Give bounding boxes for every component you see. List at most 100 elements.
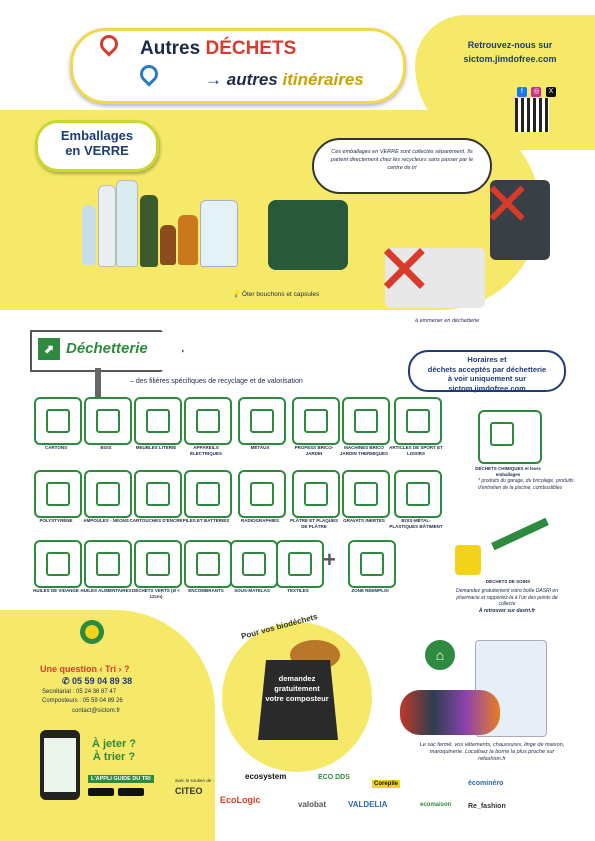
phone-number[interactable]: ✆ 05 59 04 89 38 xyxy=(62,676,133,686)
category-label: PLÂTRE ET PLAQUES DE PLÂTRE xyxy=(289,518,338,529)
phone-screen xyxy=(44,738,76,792)
ecominero-logo: écominéro xyxy=(468,780,504,787)
citeo-logo: CITEO xyxy=(175,786,203,796)
syringe-icon xyxy=(491,517,549,551)
bulky-waste-icon xyxy=(184,540,232,588)
category-label: MÉTAUX xyxy=(250,445,270,450)
bin-image xyxy=(490,180,550,260)
ecosystem-logo: ecosystem xyxy=(245,772,287,781)
app-guide-badge[interactable]: L'APPLI GUIDE DU TRI xyxy=(88,775,154,783)
jar-image xyxy=(160,225,176,265)
composteurs-line: Composteurs : 05 59 04 89 26 xyxy=(42,698,123,704)
header-panel xyxy=(70,28,406,104)
remove-caps-note: 💡 Ôter bouchons et capsules xyxy=(232,291,320,298)
hours-info-box[interactable]: Horaires et déchets acceptés par déchett… xyxy=(408,350,566,393)
question-title: Une question ‹ Tri › ? xyxy=(40,664,130,674)
instagram-icon[interactable]: ◎ xyxy=(531,87,542,97)
category-label: DÉCHETS VERTS (Ø < 12cm) xyxy=(132,588,180,599)
bring-to-dechetterie-note: à emmener en déchetterie xyxy=(415,318,480,324)
xray-icon xyxy=(238,470,286,518)
compost-call-to-action: demandez gratuitement votre composteur xyxy=(265,674,329,703)
forbidden-cross-icon: ✕ xyxy=(375,231,434,309)
category-label: PILES ET BATTERIES xyxy=(182,518,230,523)
category-label: GRAVATS INERTES xyxy=(343,518,385,523)
social-icons: f ◎ X xyxy=(517,80,556,98)
category-label: CARTOUCHES D'ENCRE xyxy=(129,518,183,523)
dechetterie-title: Déchetterie xyxy=(66,340,148,357)
furniture-icon xyxy=(134,397,182,445)
dechetterie-icon: ⬈ xyxy=(38,338,60,360)
ecomaison-logo: ecomaison xyxy=(420,802,452,808)
category-label: HUILES ALIMENTAIRES xyxy=(80,588,132,593)
professional-tools-icon xyxy=(292,397,340,445)
corepile-logo: Corepile xyxy=(372,780,401,788)
secretariat-line: Secrétariat : 05 24 36 87 47 xyxy=(42,689,117,695)
motor-oil-icon xyxy=(34,540,82,588)
phone-icon: ✆ xyxy=(62,676,73,686)
needle-box-image xyxy=(455,545,481,575)
building-materials-icon xyxy=(394,470,442,518)
category-label: ZONE RÉEMPLOI xyxy=(351,588,389,593)
mattress-icon xyxy=(230,540,278,588)
sign-post xyxy=(95,368,101,398)
partners-label: avec le soutien de : xyxy=(175,778,214,783)
app-store-badge[interactable] xyxy=(88,788,114,796)
dastri-link[interactable]: À retrouver sur dastri.fr xyxy=(478,607,536,614)
category-label: ARTICLES DE SPORT ET LOISIRS xyxy=(389,445,443,456)
eco-dds-logo: ECO DDS xyxy=(318,774,350,781)
battery-icon xyxy=(184,470,232,518)
app-tagline: À jeter ? À trier ? xyxy=(92,738,137,763)
category-label: ENCOMBRANTS xyxy=(188,588,224,593)
electrical-appliances-icon xyxy=(184,397,232,445)
category-label: MACHINES BRICO JARDIN THERMIQUES xyxy=(339,445,388,456)
lightbulb-icon xyxy=(84,470,132,518)
facebook-icon[interactable]: f xyxy=(517,87,527,97)
category-label: RADIOGRAPHIES xyxy=(240,518,279,523)
jar-image xyxy=(178,215,198,265)
qr-code xyxy=(515,98,549,132)
clothes-note: Le sac fermé, vos vêtements, chaussures,… xyxy=(419,742,565,762)
forbidden-cross-icon: ✕ xyxy=(482,171,533,238)
chemical-waste-label: DÉCHETS CHIMIQUES et leurs emballages xyxy=(475,466,541,477)
category-label: BOIS-MÉTAL-PLASTIQUES BÂTIMENT xyxy=(389,518,443,529)
page-title: Autres DÉCHETS xyxy=(140,38,297,59)
polystyrene-icon xyxy=(34,470,82,518)
clothes-pile-image xyxy=(400,690,500,735)
sport-articles-icon xyxy=(394,397,442,445)
sictom-logo xyxy=(62,620,122,650)
refashion-logo: Re_fashion xyxy=(468,803,506,810)
bottle-image xyxy=(116,180,138,267)
email-link[interactable]: contact@sictom.fr xyxy=(72,708,121,714)
category-label: MEUBLES LITERIE xyxy=(135,445,177,450)
category-label: PROFESS BRICO-JARDIN xyxy=(294,445,334,456)
cardboard-icon xyxy=(34,397,82,445)
glass-info-bubble: Ces emballages en VERRE sont collectés s… xyxy=(312,138,492,194)
category-label: POLYSTYRÈNE xyxy=(39,518,73,523)
rubble-icon xyxy=(342,470,390,518)
glass-badge: Emballages en VERRE xyxy=(35,120,159,172)
follow-us: Retrouvez-nous sur sictom.jimdofree.com xyxy=(450,38,570,66)
page-subtitle: → autres itinéraires xyxy=(205,70,364,89)
food-oil-icon xyxy=(84,540,132,588)
needle-waste-label: DÉCHETS DE SOINS xyxy=(485,579,531,584)
jar-image xyxy=(200,200,238,267)
reuse-zone-icon xyxy=(348,540,396,588)
textiles-icon xyxy=(276,540,324,588)
refashion-hanger-icon: ⌂ xyxy=(425,640,455,670)
compost-bin-image xyxy=(258,660,338,740)
category-label: CARTONS xyxy=(44,445,68,450)
x-icon[interactable]: X xyxy=(545,87,556,97)
valobat-logo: valobat xyxy=(298,800,327,809)
metals-icon xyxy=(238,397,286,445)
google-play-badge[interactable] xyxy=(118,788,144,796)
glass-container-image xyxy=(268,200,348,270)
chemical-waste-icon xyxy=(478,410,542,464)
needle-waste-note: Demandez gratuitement votre boîte DASRI … xyxy=(448,588,566,614)
category-label: TEXTILES xyxy=(287,588,309,593)
garden-machines-icon xyxy=(342,397,390,445)
category-label: HUILES DE VIDANGE xyxy=(33,588,79,593)
website-link[interactable]: sictom.jimdofree.com xyxy=(463,54,557,64)
plus-icon: + xyxy=(323,547,336,572)
category-label: AMPOULES - NÉONS xyxy=(83,518,129,523)
contact-panel xyxy=(0,610,215,841)
